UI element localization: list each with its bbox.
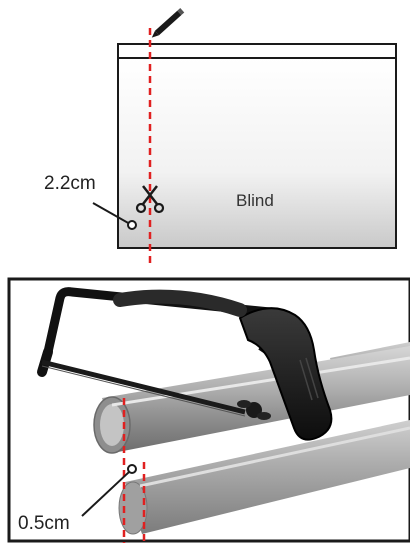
blind-illustration <box>117 43 397 249</box>
blind-headrail <box>117 43 397 59</box>
pencil-icon <box>151 8 185 38</box>
measurement-leader-bottom <box>81 464 137 517</box>
measurement-leader-top <box>92 202 137 230</box>
wing-nut-icon <box>237 400 271 420</box>
measurement-label-bottom: 0.5cm <box>18 513 70 534</box>
blind-label: Blind <box>236 191 274 210</box>
blind-fabric <box>117 57 397 249</box>
measurement-label-top: 2.2cm <box>44 173 96 194</box>
scissors-icon <box>135 185 165 214</box>
hacksaw-icon <box>37 287 333 441</box>
tube-illustration <box>93 342 410 535</box>
